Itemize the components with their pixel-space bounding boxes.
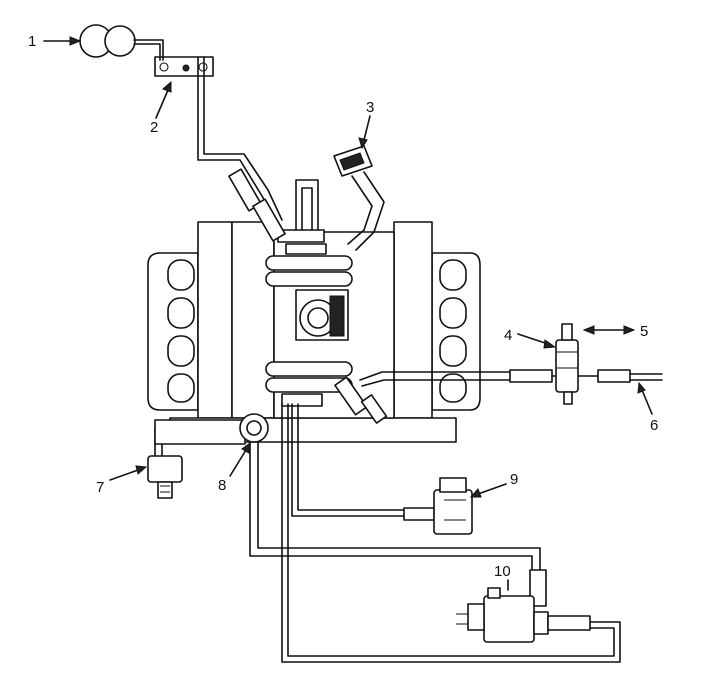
sensor-connector (333, 145, 385, 251)
leader-lines (43, 36, 653, 591)
callout-6: 6 (650, 417, 658, 434)
callout-10: 10 (494, 563, 511, 580)
ring-fitting (239, 413, 269, 443)
right-exhaust-ports (439, 259, 467, 403)
purge-solenoid (403, 477, 473, 535)
vacuum-reservoir (79, 24, 136, 58)
vacuum-solenoid (555, 323, 579, 405)
callout-8: 8 (218, 477, 226, 494)
callout-5: 5 (640, 323, 648, 340)
callout-3: 3 (366, 99, 374, 116)
engine-block (147, 179, 481, 443)
egr-valve (147, 455, 183, 499)
callout-9: 9 (510, 471, 518, 488)
callout-1: 1 (28, 33, 36, 50)
callout-7: 7 (96, 479, 104, 496)
left-exhaust-ports (167, 259, 195, 403)
throttle-body (295, 289, 349, 341)
callout-2: 2 (150, 119, 158, 136)
vacuum-actuator (456, 569, 591, 643)
intake-runners (265, 255, 353, 393)
callout-labels: 1 2 3 4 5 6 7 8 9 10 (28, 33, 658, 580)
callout-4: 4 (504, 327, 512, 344)
